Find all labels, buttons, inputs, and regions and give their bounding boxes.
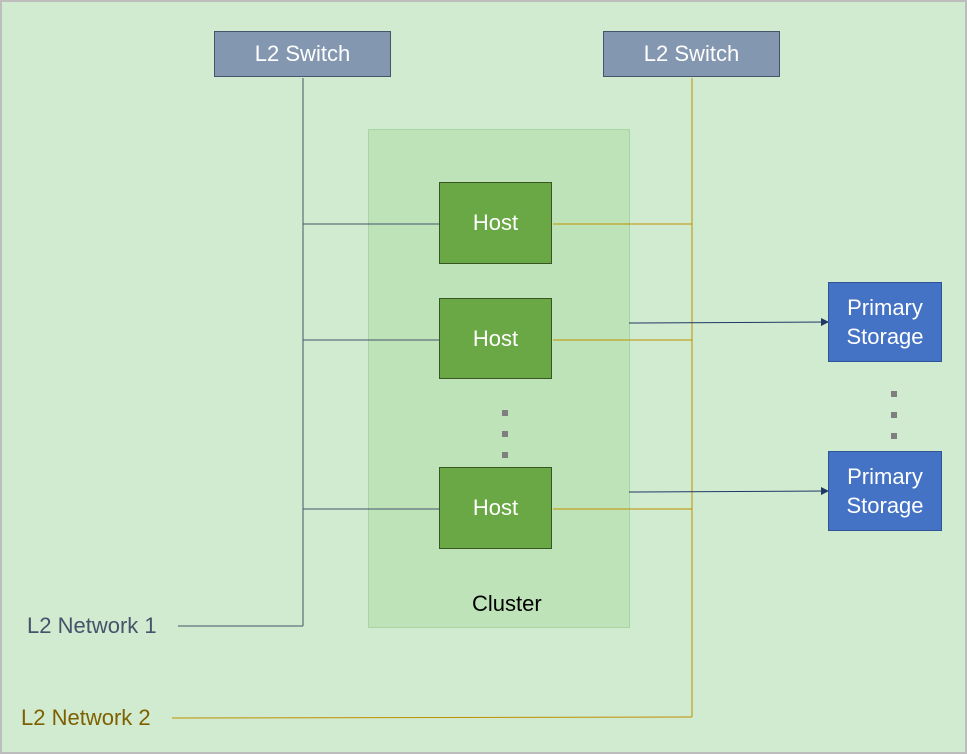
primary-storage-1: Primary Storage <box>828 282 942 362</box>
host-label: Host <box>472 495 519 520</box>
storage-ellipsis <box>891 391 897 454</box>
host-1: Host <box>439 182 552 264</box>
host-ellipsis <box>502 410 508 473</box>
storage-label-line2: Storage <box>846 493 924 518</box>
switch-label: L2 Switch <box>254 41 351 66</box>
storage-label-line2: Storage <box>846 324 924 349</box>
network-2-lines <box>171 78 693 719</box>
storage-arrows <box>628 318 829 496</box>
storage-label-line1: Primary <box>847 464 923 489</box>
host-3: Host <box>439 467 552 549</box>
cluster-label: Cluster <box>472 591 542 616</box>
host-label: Host <box>472 325 519 351</box>
host-2: Host <box>439 298 552 379</box>
network-2-label: L2 Network 2 <box>21 705 151 730</box>
network-1-label: L2 Network 1 <box>27 613 157 638</box>
host-label: Host <box>472 210 519 235</box>
l2-switch-right: L2 Switch <box>603 31 780 77</box>
primary-storage-2: Primary Storage <box>828 451 942 531</box>
storage-label-line1: Primary <box>847 295 923 320</box>
network-1-lines <box>178 78 440 627</box>
l2-switch-left: L2 Switch <box>214 31 391 77</box>
switch-label: L2 Switch <box>643 41 740 66</box>
